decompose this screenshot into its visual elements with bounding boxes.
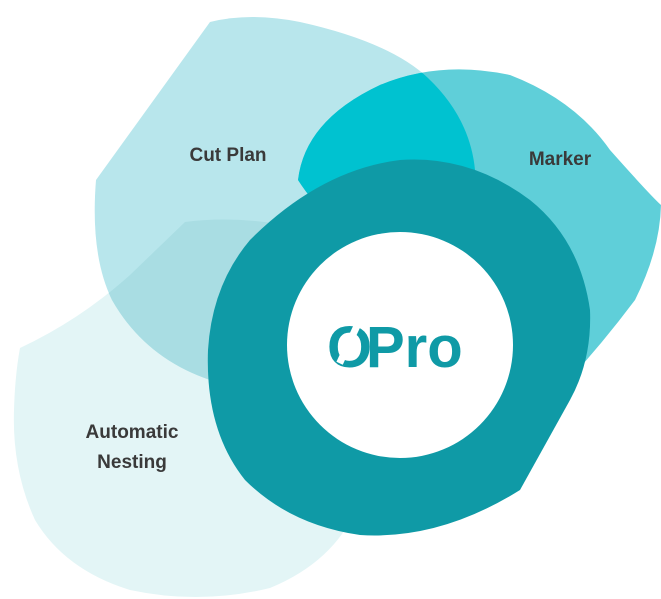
opro-logo: O Pro <box>327 315 463 380</box>
nesting-label-line2: Nesting <box>97 452 167 473</box>
nesting-label-line1: Automatic <box>86 422 179 443</box>
center-circle <box>287 232 513 458</box>
cut-plan-label: Cut Plan <box>189 145 266 166</box>
logo-slash-mark <box>336 323 361 365</box>
overlap-cut-marker <box>298 69 476 389</box>
logo-text: Pro <box>366 315 463 380</box>
marker-label: Marker <box>529 149 592 170</box>
